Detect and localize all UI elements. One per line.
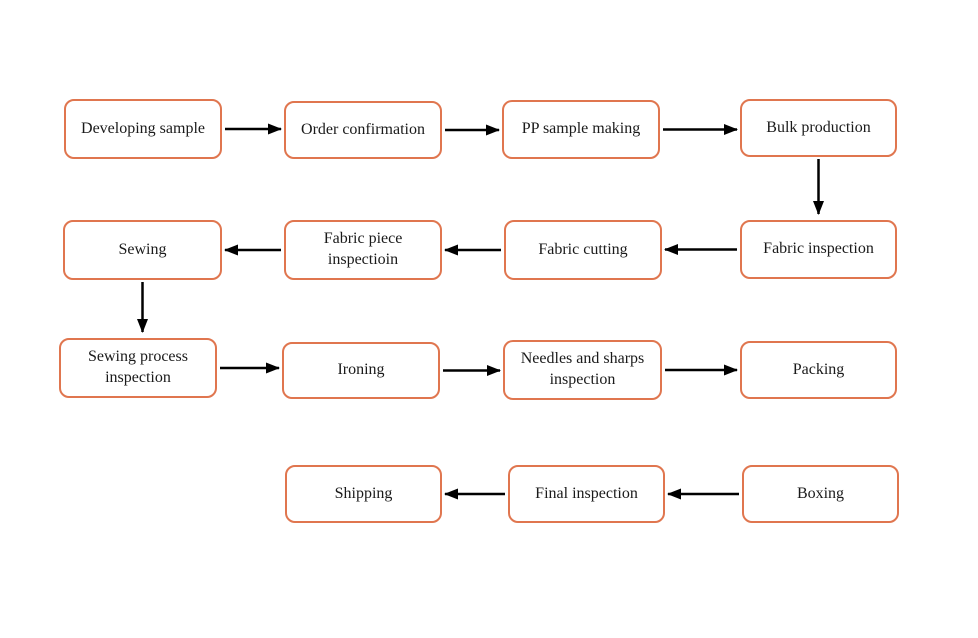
- node-label: Developing sample: [81, 119, 205, 137]
- node-label: Fabric inspection: [763, 240, 874, 258]
- node-fabric-cutting: Fabric cutting: [504, 220, 662, 280]
- node-shipping: Shipping: [285, 465, 442, 523]
- node-label: Fabric piece inspectioin: [323, 230, 403, 268]
- node-label: Ironing: [337, 361, 385, 379]
- node-fabric-inspection: Fabric inspection: [740, 220, 897, 279]
- node-final-inspection: Final inspection: [508, 465, 665, 523]
- node-boxing: Boxing: [742, 465, 899, 523]
- node-developing-sample: Developing sample: [64, 99, 222, 159]
- node-label: Boxing: [796, 484, 845, 502]
- node-ironing: Ironing: [282, 342, 440, 399]
- node-label: PP sample making: [521, 120, 641, 138]
- node-label: Packing: [792, 360, 845, 378]
- node-label: Final inspection: [535, 484, 638, 502]
- node-sewing: Sewing: [63, 220, 222, 280]
- node-label: Needles and sharps inspection: [520, 350, 645, 388]
- node-label: Bulk production: [766, 118, 871, 136]
- node-label: Shipping: [334, 484, 393, 502]
- node-label: Fabric cutting: [538, 240, 628, 258]
- node-sewing-process-inspection: Sewing process inspection: [59, 338, 217, 398]
- node-packing: Packing: [740, 341, 897, 399]
- node-label: Order confirmation: [301, 120, 425, 138]
- node-label: Sewing: [118, 240, 167, 258]
- node-bulk-production: Bulk production: [740, 99, 897, 157]
- node-needles-sharps-inspection: Needles and sharps inspection: [503, 340, 662, 400]
- node-label: Sewing process inspection: [88, 348, 188, 386]
- node-pp-sample-making: PP sample making: [502, 100, 660, 159]
- node-order-confirmation: Order confirmation: [284, 101, 442, 159]
- node-fabric-piece-inspection: Fabric piece inspectioin: [284, 220, 442, 280]
